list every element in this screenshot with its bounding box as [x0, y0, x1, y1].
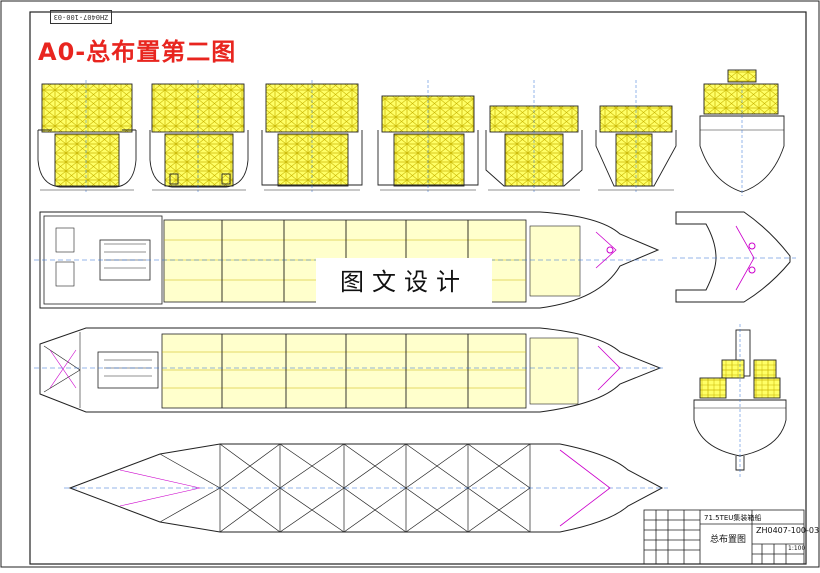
cross-section-6: [595, 80, 677, 192]
cross-section-3: [261, 80, 363, 192]
plan-view-forecastle: [672, 211, 796, 303]
stern-end-view: [693, 324, 787, 478]
title-block-scale: 1:100: [788, 545, 806, 552]
cross-section-1: [37, 80, 137, 192]
rotated-drawing-number: ZH0407-100-03: [50, 10, 112, 24]
drawing-title: A0-总布置第二图: [38, 38, 237, 66]
cross-section-2: [149, 80, 249, 192]
cross-section-5: [485, 80, 583, 192]
cross-section-4: [377, 80, 479, 192]
watermark-label: 图文设计: [316, 258, 492, 306]
title-block-drawing-name: 总布置图: [710, 535, 747, 545]
plan-view-upper-deck: [34, 327, 666, 413]
sheet-border-inner: [29, 11, 807, 565]
title-block-drawing-number: ZH0407-100-03: [756, 526, 820, 535]
title-block: [643, 509, 805, 565]
title-block-ship-name: 71.5TEU集装箱船: [704, 514, 762, 522]
cross-section-views: [37, 69, 785, 196]
plan-view-double-bottom: [64, 443, 668, 533]
cross-section-7: [699, 69, 785, 196]
